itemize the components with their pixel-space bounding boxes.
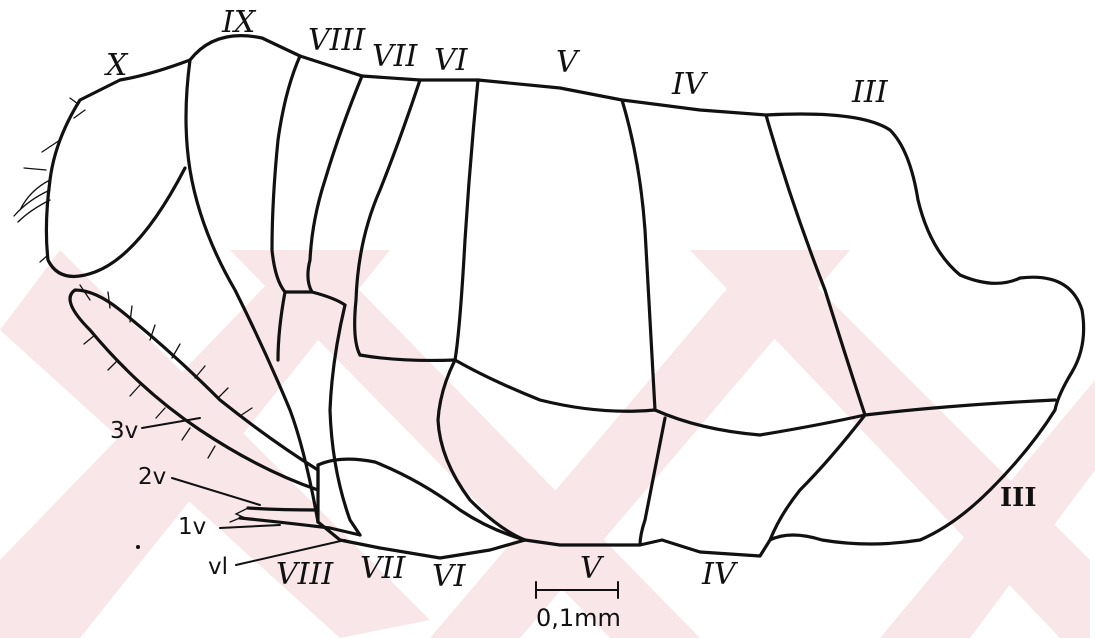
scale-bar: 0,1mm bbox=[536, 582, 621, 632]
label-dorsal-v: V bbox=[556, 45, 581, 80]
label-third-valvula: 3v bbox=[110, 418, 138, 444]
label-ventral-iv: IV bbox=[701, 557, 739, 592]
cerci-bristles bbox=[14, 98, 85, 262]
label-dorsal-vi: VI bbox=[434, 43, 469, 78]
label-ventral-v: V bbox=[580, 551, 605, 586]
label-ventral-iii: III bbox=[1000, 483, 1037, 513]
label-valvifer: vl bbox=[208, 554, 228, 580]
label-dorsal-viii: VIII bbox=[308, 23, 366, 58]
label-dorsal-vii: VII bbox=[372, 39, 419, 74]
label-ventral-vi: VI bbox=[432, 559, 467, 594]
label-ventral-viii: VIII bbox=[276, 557, 334, 592]
label-first-valvula: 1v bbox=[178, 514, 206, 540]
label-ventral-vii: VII bbox=[360, 551, 407, 586]
label-dorsal-ix: IX bbox=[221, 5, 257, 40]
sternite-iv-front bbox=[770, 415, 865, 540]
scale-bar-label: 0,1mm bbox=[536, 604, 621, 632]
pleural-line-main bbox=[455, 360, 1055, 435]
label-dorsal-iv: IV bbox=[671, 67, 709, 102]
label-dorsal-x: X bbox=[104, 48, 129, 83]
segment-x-outline bbox=[46, 60, 190, 276]
segment-v-front bbox=[622, 100, 655, 410]
stray-mark bbox=[136, 545, 140, 549]
label-dorsal-iii: III bbox=[851, 75, 889, 110]
watermark bbox=[0, 250, 1095, 638]
segment-vi-front bbox=[455, 80, 478, 360]
label-second-valvula: 2v bbox=[138, 464, 166, 490]
